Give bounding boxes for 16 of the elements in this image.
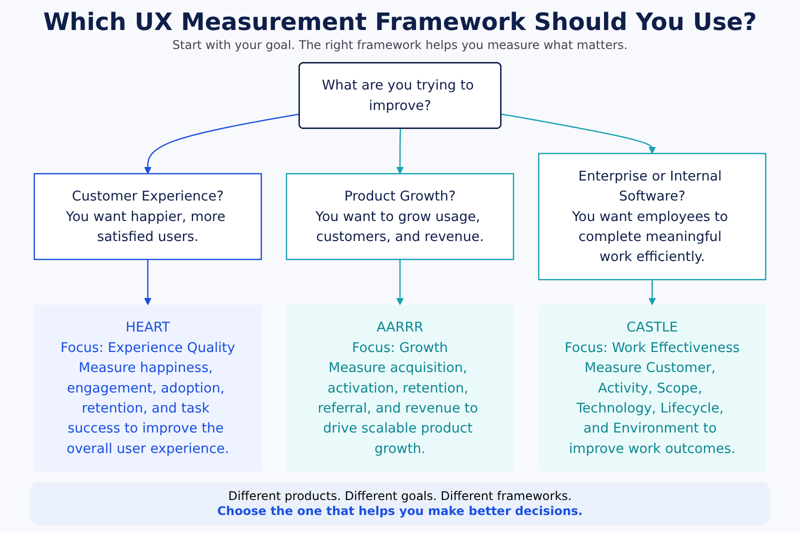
arrow (396, 128, 404, 174)
node-box: HEART Focus: Experience Quality Measure happiness, engagement, adoption, retention, and task success to improve the overall user experience. (34, 304, 262, 472)
arrow (501, 113, 656, 154)
node-box: Product Growth? You want to grow usage, customers, and revenue. (286, 173, 514, 260)
note: Different products. Different goals. Different frameworks. (227, 489, 573, 503)
node-box: Enterprise or Internal Software? You want employees to complete meaningful work efficiently. (538, 152, 766, 280)
arrow (144, 259, 152, 306)
node-box: Customer Experience? You want happier, more satisfied users. (34, 173, 262, 260)
node-box: AARRR Focus: Growth Measure acquisition, activation, retention, referral, and revenue to drive scalable product growth. (286, 304, 514, 472)
arrow (648, 280, 656, 306)
note: Choose the one that helps you make better decisions. (216, 504, 584, 518)
subtitle: Start with your goal. The right framework helps you measure what matters. (172, 38, 628, 52)
title: Which UX Measurement Framework Should You Use? (43, 8, 757, 36)
node-box: CASTLE Focus: Work Effectiveness Measure Customer, Activity, Scope, Technology, Lifecycle, and Environment to improve work outcomes. (538, 304, 766, 472)
arrow (396, 259, 404, 306)
arrow (144, 113, 300, 174)
